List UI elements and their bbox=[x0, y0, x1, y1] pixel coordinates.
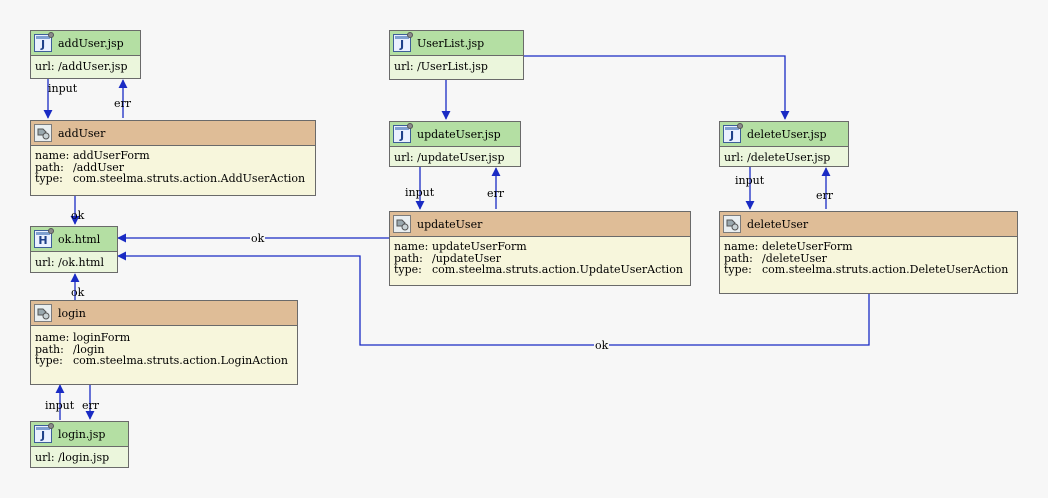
node-adduser-action[interactable]: addUser name:addUserForm path: /addUser t… bbox=[30, 120, 316, 196]
field-path: /deleteUser bbox=[762, 251, 827, 265]
node-url: url: /ok.html bbox=[35, 256, 105, 269]
node-login-jsp[interactable]: J login.jsp url: /login.jsp bbox=[30, 421, 129, 468]
field-key: type: bbox=[394, 263, 422, 276]
field-key: name: bbox=[35, 149, 70, 162]
jsp-file-icon: J bbox=[723, 123, 743, 143]
node-updateuser-action[interactable]: updateUser name:updateUserForm path: /upd… bbox=[389, 211, 691, 286]
field-key: name: bbox=[394, 240, 429, 253]
field-key: path: bbox=[724, 251, 753, 265]
node-title: deleteUser.jsp bbox=[747, 127, 827, 141]
node-login-action[interactable]: login name:loginForm path: /login type: co… bbox=[30, 300, 298, 385]
field-type: com.steelma.struts.action.AddUserAction bbox=[73, 172, 306, 185]
jsp-file-icon: J bbox=[393, 32, 413, 52]
field-key: type: bbox=[35, 172, 63, 185]
node-title: UserList.jsp bbox=[417, 36, 485, 50]
field-key: type: bbox=[724, 263, 752, 276]
node-userlist-jsp[interactable]: J UserList.jsp url: /UserList.jsp bbox=[389, 30, 524, 80]
node-ok-html[interactable]: H ok.html url: /ok.html bbox=[30, 226, 118, 273]
field-type: com.steelma.struts.action.UpdateUserActi… bbox=[432, 263, 683, 276]
field-key: name: bbox=[724, 240, 759, 253]
label-adduser-err: err bbox=[114, 97, 132, 110]
label-adduser-ok: ok bbox=[71, 209, 85, 222]
node-title: updateUser.jsp bbox=[417, 127, 501, 141]
label-delete-input: input bbox=[735, 174, 765, 187]
field-name: addUserForm bbox=[73, 149, 150, 162]
label-login-ok: ok bbox=[71, 286, 85, 299]
label-adduser-input: input bbox=[48, 82, 78, 95]
node-title: addUser.jsp bbox=[58, 36, 124, 50]
jsp-file-icon: J bbox=[34, 423, 54, 443]
node-url: url: /deleteUser.jsp bbox=[724, 151, 831, 164]
field-key: path: bbox=[35, 342, 64, 356]
field-key: path: bbox=[394, 251, 423, 265]
field-key: path: bbox=[35, 160, 64, 174]
label-delete-err: err bbox=[816, 189, 834, 202]
field-key: name: bbox=[35, 331, 70, 344]
field-type: com.steelma.struts.action.LoginAction bbox=[73, 354, 288, 367]
html-file-icon: H bbox=[34, 228, 54, 248]
action-icon bbox=[393, 215, 411, 233]
node-url: url: /updateUser.jsp bbox=[394, 151, 505, 164]
node-title: updateUser bbox=[417, 217, 483, 231]
edge-userlist-delete bbox=[523, 55, 790, 120]
jsp-file-icon: J bbox=[34, 32, 54, 52]
label-delete-ok: ok bbox=[594, 339, 610, 352]
node-deleteuser-action[interactable]: deleteUser name:deleteUserForm path: /del… bbox=[719, 211, 1018, 294]
node-title: deleteUser bbox=[747, 217, 809, 231]
node-title: login.jsp bbox=[58, 427, 106, 441]
field-path: /addUser bbox=[73, 160, 125, 174]
field-path: /updateUser bbox=[432, 251, 502, 265]
node-title: login bbox=[58, 306, 86, 320]
field-name: loginForm bbox=[73, 331, 131, 344]
label-update-input: input bbox=[405, 186, 435, 199]
label-login-err: err bbox=[82, 399, 100, 412]
node-url: url: /addUser.jsp bbox=[35, 60, 128, 73]
node-updateuser-jsp[interactable]: J updateUser.jsp url: /updateUser.jsp bbox=[389, 121, 521, 167]
field-name: deleteUserForm bbox=[762, 240, 853, 253]
field-type: com.steelma.struts.action.DeleteUserActi… bbox=[762, 263, 1009, 276]
node-url: url: /login.jsp bbox=[35, 451, 110, 464]
action-icon bbox=[34, 304, 52, 322]
field-key: type: bbox=[35, 354, 63, 367]
action-icon bbox=[723, 215, 741, 233]
node-title: addUser bbox=[58, 126, 106, 140]
node-title: ok.html bbox=[58, 232, 101, 246]
field-name: updateUserForm bbox=[432, 240, 527, 253]
label-update-ok: ok bbox=[250, 232, 266, 245]
jsp-file-icon: J bbox=[393, 123, 413, 143]
field-path: /login bbox=[73, 342, 105, 356]
node-adduser-jsp[interactable]: J addUser.jsp url: /addUser.jsp bbox=[30, 30, 141, 79]
node-deleteuser-jsp[interactable]: J deleteUser.jsp url: /deleteUser.jsp bbox=[719, 121, 849, 167]
edge-delete-ok bbox=[117, 251, 870, 346]
action-icon bbox=[34, 124, 52, 142]
label-login-input: input bbox=[45, 399, 75, 412]
node-url: url: /UserList.jsp bbox=[394, 60, 488, 73]
label-update-err: err bbox=[487, 187, 505, 200]
